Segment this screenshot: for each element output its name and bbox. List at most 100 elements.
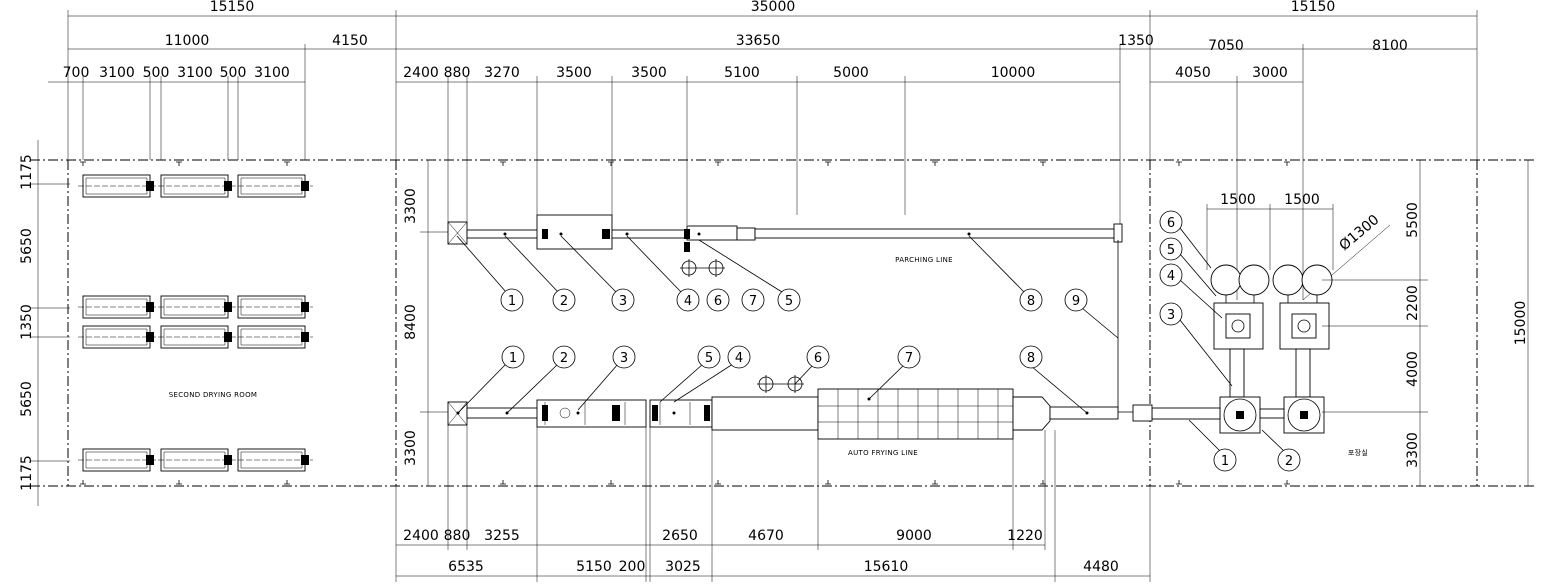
callout-f6: 6 xyxy=(814,351,822,366)
second-drying-room: SECOND DRYING ROOM xyxy=(78,174,313,472)
dim-overall-right: 15000 xyxy=(1513,301,1529,346)
dim-top-3-m: 5000 xyxy=(833,65,869,81)
label-auto-frying-line: AUTO FRYING LINE xyxy=(848,449,918,457)
dim-right-c: 4000 xyxy=(1405,351,1421,387)
callout-k1: 1 xyxy=(1221,454,1229,469)
auto-frying-line: AUTO FRYING LINE xyxy=(447,375,1119,457)
dim-top-2-d: 1350 xyxy=(1118,33,1154,49)
dim-pack-a: 1500 xyxy=(1220,192,1256,208)
dim-left-b: 5650 xyxy=(19,228,35,264)
label-second-drying-room: SECOND DRYING ROOM xyxy=(169,391,257,399)
dim-bot-1-d: 2650 xyxy=(662,528,698,544)
dim-bot-1-b: 880 xyxy=(444,528,471,544)
dim-top-1-b: 35000 xyxy=(751,0,796,15)
dim-top-2-c: 33650 xyxy=(736,33,781,49)
parching-callout-numbers: 1 2 3 4 6 7 5 8 9 xyxy=(508,294,1080,309)
dim-top-3-i: 3270 xyxy=(484,65,520,81)
parching-line: PARCHING LINE xyxy=(447,214,1150,413)
packing-callouts xyxy=(1179,227,1286,453)
dim-bot-1-c: 3255 xyxy=(484,528,520,544)
dim-top-3-k: 3500 xyxy=(631,65,667,81)
dim-pack-diameter: Ø1300 xyxy=(1336,212,1382,254)
dim-right-b: 2200 xyxy=(1405,285,1421,321)
dim-mid-c: 3300 xyxy=(403,430,419,466)
dim-mid-b: 8400 xyxy=(403,304,419,340)
dim-top-3-n: 10000 xyxy=(991,65,1036,81)
dim-bot-2-d: 3025 xyxy=(665,559,701,575)
dim-mid-a: 3300 xyxy=(403,188,419,224)
right-dimensions: 5500 2200 4000 3300 15000 xyxy=(1322,160,1529,486)
packing-callout-bubbles xyxy=(1159,210,1301,472)
parching-callouts xyxy=(456,235,1119,339)
bottom-dimension-lines xyxy=(395,425,1151,582)
dim-bot-2-a: 6535 xyxy=(448,559,484,575)
dim-bot-2-e: 15610 xyxy=(864,559,909,575)
dim-top-1-c: 15150 xyxy=(1291,0,1336,15)
frying-callouts xyxy=(457,363,1088,414)
top-dimension-texts: 15150 35000 15150 11000 4150 33650 1350 … xyxy=(63,0,1408,81)
callout-p7: 7 xyxy=(749,294,757,309)
callout-f5: 5 xyxy=(705,351,713,366)
callout-k4: 4 xyxy=(1167,269,1175,284)
left-dimensions: 1175 5650 1350 5650 1175 xyxy=(19,140,70,506)
callout-p1: 1 xyxy=(508,294,516,309)
dim-top-3-b: 3100 xyxy=(99,65,135,81)
building-outline xyxy=(30,159,1535,487)
dim-top-3-l: 5100 xyxy=(724,65,760,81)
dim-top-1-a: 15150 xyxy=(210,0,255,15)
callout-p2: 2 xyxy=(560,294,568,309)
dim-bot-1-e: 4670 xyxy=(748,528,784,544)
dim-top-3-p: 3000 xyxy=(1252,65,1288,81)
callout-p8: 8 xyxy=(1027,294,1035,309)
dim-top-3-j: 3500 xyxy=(556,65,592,81)
top-dimension-lines xyxy=(48,10,1478,300)
dim-left-c: 1350 xyxy=(19,304,35,340)
dim-top-3-c: 500 xyxy=(143,65,170,81)
dim-right-d: 3300 xyxy=(1405,432,1421,468)
drying-racks xyxy=(82,174,306,472)
dim-top-3-e: 500 xyxy=(220,65,247,81)
packing-callout-numbers: 6 5 4 3 1 2 xyxy=(1167,216,1293,469)
dim-top-3-o: 4050 xyxy=(1175,65,1211,81)
label-packing-room: 포장실 xyxy=(1348,448,1368,457)
callout-f1: 1 xyxy=(509,351,517,366)
callout-k2: 2 xyxy=(1285,454,1293,469)
dim-pack-b: 1500 xyxy=(1284,192,1320,208)
dim-top-2-b: 4150 xyxy=(332,33,368,49)
callout-p3: 3 xyxy=(619,294,627,309)
dim-top-3-f: 3100 xyxy=(254,65,290,81)
mid-dimensions: 3300 8400 3300 xyxy=(403,160,448,486)
callout-f8: 8 xyxy=(1027,351,1035,366)
dim-right-a: 5500 xyxy=(1405,202,1421,238)
callout-f2: 2 xyxy=(560,351,568,366)
dim-top-3-h: 880 xyxy=(444,65,471,81)
dim-left-a: 1175 xyxy=(19,154,35,190)
frying-callout-bubbles xyxy=(501,345,1043,369)
callout-k5: 5 xyxy=(1167,243,1175,258)
dim-left-e: 1175 xyxy=(19,455,35,491)
frying-callout-numbers: 1 2 3 5 4 6 7 8 xyxy=(509,351,1035,366)
dim-top-2-a: 11000 xyxy=(165,33,210,49)
dim-bot-2-c: 200 xyxy=(619,559,646,575)
callout-k6: 6 xyxy=(1167,216,1175,231)
dim-top-3-d: 3100 xyxy=(177,65,213,81)
dim-bot-2-b: 5150 xyxy=(576,559,612,575)
dim-bot-1-a: 2400 xyxy=(403,528,439,544)
label-parching-line: PARCHING LINE xyxy=(895,256,953,264)
callout-p9: 9 xyxy=(1072,294,1080,309)
callout-f3: 3 xyxy=(620,351,628,366)
parching-callout-bubbles xyxy=(500,288,1088,312)
dim-bot-2-f: 4480 xyxy=(1083,559,1119,575)
dim-top-3-a: 700 xyxy=(63,65,90,81)
callout-p6: 6 xyxy=(714,294,722,309)
dim-top-2-e: 7050 xyxy=(1208,38,1244,54)
callout-f7: 7 xyxy=(905,351,913,366)
bottom-dimension-texts: 2400 880 3255 2650 4670 9000 1220 6535 5… xyxy=(403,528,1119,575)
callout-f4: 4 xyxy=(735,351,743,366)
callout-k3: 3 xyxy=(1167,308,1175,323)
dim-top-2-f: 8100 xyxy=(1372,38,1408,54)
callout-p5: 5 xyxy=(785,294,793,309)
dim-bot-1-g: 1220 xyxy=(1007,528,1043,544)
callout-p4: 4 xyxy=(684,294,692,309)
